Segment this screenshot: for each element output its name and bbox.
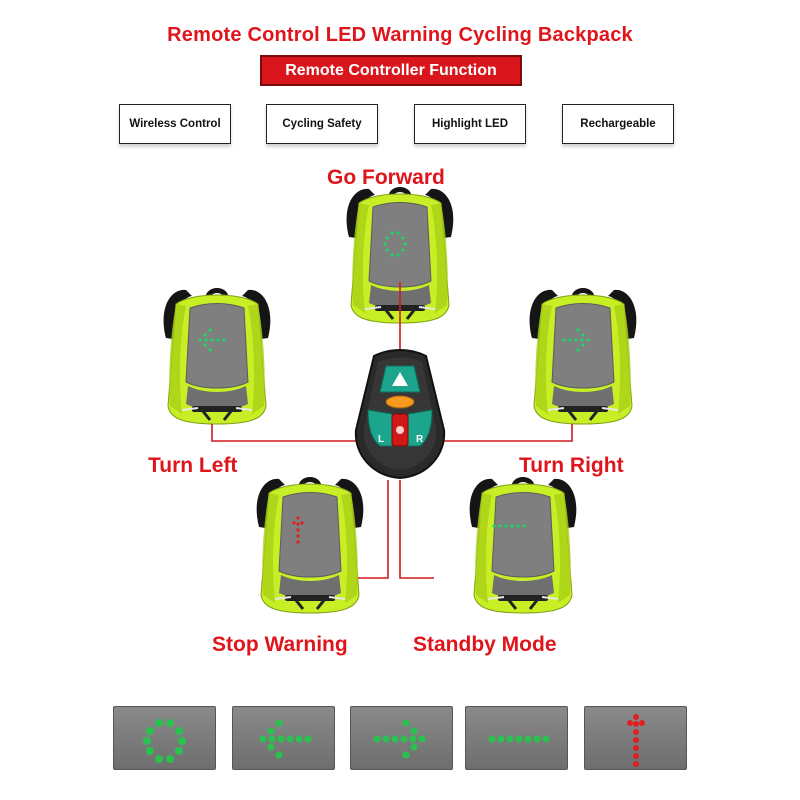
feature-rechargeable: Rechargeable xyxy=(562,104,674,144)
arrow-left-led-icon xyxy=(259,719,312,759)
left-button-label: L xyxy=(378,434,384,445)
led-panel-circle xyxy=(113,706,216,770)
feature-cycling-safety: Cycling Safety xyxy=(266,104,378,144)
connector-lines xyxy=(211,282,573,579)
page-title: Remote Control LED Warning Cycling Backp… xyxy=(167,24,633,46)
label-turn-right: Turn Right xyxy=(519,454,624,477)
arrow-right-led-icon xyxy=(373,719,426,759)
label-stop-warning: Stop Warning xyxy=(212,633,348,656)
stop-arrow-led-icon xyxy=(627,714,645,767)
dash-line-led-icon xyxy=(488,735,550,743)
diagram: L R xyxy=(0,0,800,700)
feature-highlight-led: Highlight LED xyxy=(414,104,526,144)
stop-arrow-led-icon xyxy=(292,516,304,544)
led-panel-stop xyxy=(584,706,687,770)
dash-line-led-icon xyxy=(492,524,526,528)
feature-wireless-control: Wireless Control xyxy=(119,104,231,144)
led-panel-dash xyxy=(465,706,568,770)
circle-led-icon xyxy=(383,231,407,257)
arrow-right-led-icon xyxy=(562,328,590,352)
arrow-left-led-icon xyxy=(198,328,226,352)
backpack-stop xyxy=(257,479,364,613)
label-go-forward: Go Forward xyxy=(327,166,445,189)
backpack-right xyxy=(530,290,637,424)
label-standby-mode: Standby Mode xyxy=(413,633,557,656)
label-turn-left: Turn Left xyxy=(148,454,238,477)
subtitle-banner: Remote Controller Function xyxy=(260,55,522,86)
led-panel-arrow-left xyxy=(232,706,335,770)
backpack-standby xyxy=(470,479,577,613)
circle-led-icon xyxy=(143,719,186,763)
right-button-label: R xyxy=(416,434,424,445)
led-panel-arrow-right xyxy=(350,706,453,770)
remote-controller: L R xyxy=(354,349,446,480)
backpack-left xyxy=(164,290,271,424)
